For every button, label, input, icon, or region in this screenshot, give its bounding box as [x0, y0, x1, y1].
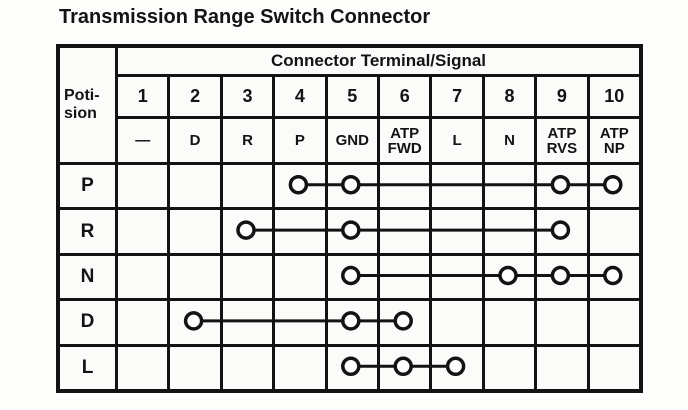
- position-cell: R: [60, 207, 115, 252]
- terminal-header-cell: 10: [586, 74, 639, 116]
- grid-cell: [481, 162, 535, 208]
- grid-cell: [534, 252, 587, 299]
- grid-cell: [534, 343, 587, 389]
- grid-cell: [219, 207, 273, 253]
- terminal-header-cell: 3: [219, 74, 273, 116]
- signal-header-cell: ATP FWD: [377, 116, 430, 162]
- grid-cell: [219, 343, 273, 389]
- terminal-header-cell: 8: [481, 74, 535, 116]
- terminal-header-cell: 4: [272, 74, 325, 116]
- grid-cell: [167, 207, 220, 253]
- grid-cell: [586, 207, 639, 253]
- page-title: Transmission Range Switch Connector: [59, 6, 431, 28]
- grid-cell: [167, 252, 220, 299]
- signal-header-cell: N: [481, 116, 535, 162]
- terminal-header-cell: 6: [377, 74, 430, 116]
- grid-cell: [534, 162, 587, 208]
- signal-header-cell: —: [115, 116, 168, 162]
- grid-cell: [586, 252, 639, 299]
- connector-terminal-signal-header: Connector Terminal/Signal: [115, 48, 639, 74]
- grid-cell: [272, 343, 325, 389]
- signal-header-cell: D: [167, 116, 220, 162]
- grid-cell: [219, 162, 273, 208]
- position-cell: P: [60, 162, 115, 207]
- grid-cell: [481, 298, 535, 344]
- grid-cell: [115, 298, 168, 344]
- position-cell: D: [60, 298, 115, 343]
- grid-cell: [534, 298, 587, 344]
- grid-cell: [167, 298, 220, 344]
- grid-cell: [429, 252, 482, 299]
- grid-cell: [377, 207, 430, 253]
- grid-cell: [377, 252, 430, 299]
- grid-cell: [272, 252, 325, 299]
- grid-cell: [481, 207, 535, 253]
- grid-cell: [324, 207, 377, 253]
- grid-cell: [167, 162, 220, 208]
- grid-cell: [377, 343, 430, 389]
- terminal-header-cell: 2: [167, 74, 220, 116]
- grid-cell: [219, 252, 273, 299]
- grid-cell: [377, 298, 430, 344]
- signal-header-cell: GND: [324, 116, 377, 162]
- grid-cell: [586, 162, 639, 208]
- grid-cell: [272, 207, 325, 253]
- position-column-header: Poti- sion: [64, 87, 100, 122]
- grid-cell: [429, 298, 482, 344]
- grid-cell: [115, 343, 168, 389]
- grid-cell: [377, 162, 430, 208]
- grid-cell: [219, 298, 273, 344]
- grid-cell: [167, 343, 220, 389]
- grid-cell: [586, 343, 639, 389]
- signal-header-cell: ATP NP: [586, 116, 639, 162]
- grid-cell: [481, 343, 535, 389]
- signal-header-cell: L: [429, 116, 482, 162]
- grid-cell: [429, 162, 482, 208]
- grid-cell: [324, 298, 377, 344]
- grid-cell: [115, 207, 168, 253]
- terminal-header-cell: 9: [534, 74, 587, 116]
- position-cell: N: [60, 252, 115, 298]
- grid-cell: [429, 343, 482, 389]
- terminal-header-cell: 1: [115, 74, 168, 116]
- signal-header-cell: P: [272, 116, 325, 162]
- terminal-header-cell: 5: [324, 74, 377, 116]
- grid-cell: [324, 252, 377, 299]
- terminal-header-cell: 7: [429, 74, 482, 116]
- grid-cell: [272, 162, 325, 208]
- grid-cell: [429, 207, 482, 253]
- grid-cell: [481, 252, 535, 299]
- grid-cell: [324, 343, 377, 389]
- signal-header-cell: ATP RVS: [534, 116, 587, 162]
- signal-header-cell: R: [219, 116, 273, 162]
- grid-cell: [586, 298, 639, 344]
- grid-cell: [324, 162, 377, 208]
- grid-cell: [115, 162, 168, 208]
- grid-cell: [534, 207, 587, 253]
- grid-cell: [272, 298, 325, 344]
- position-cell: L: [60, 343, 115, 389]
- grid-cell: [115, 252, 168, 299]
